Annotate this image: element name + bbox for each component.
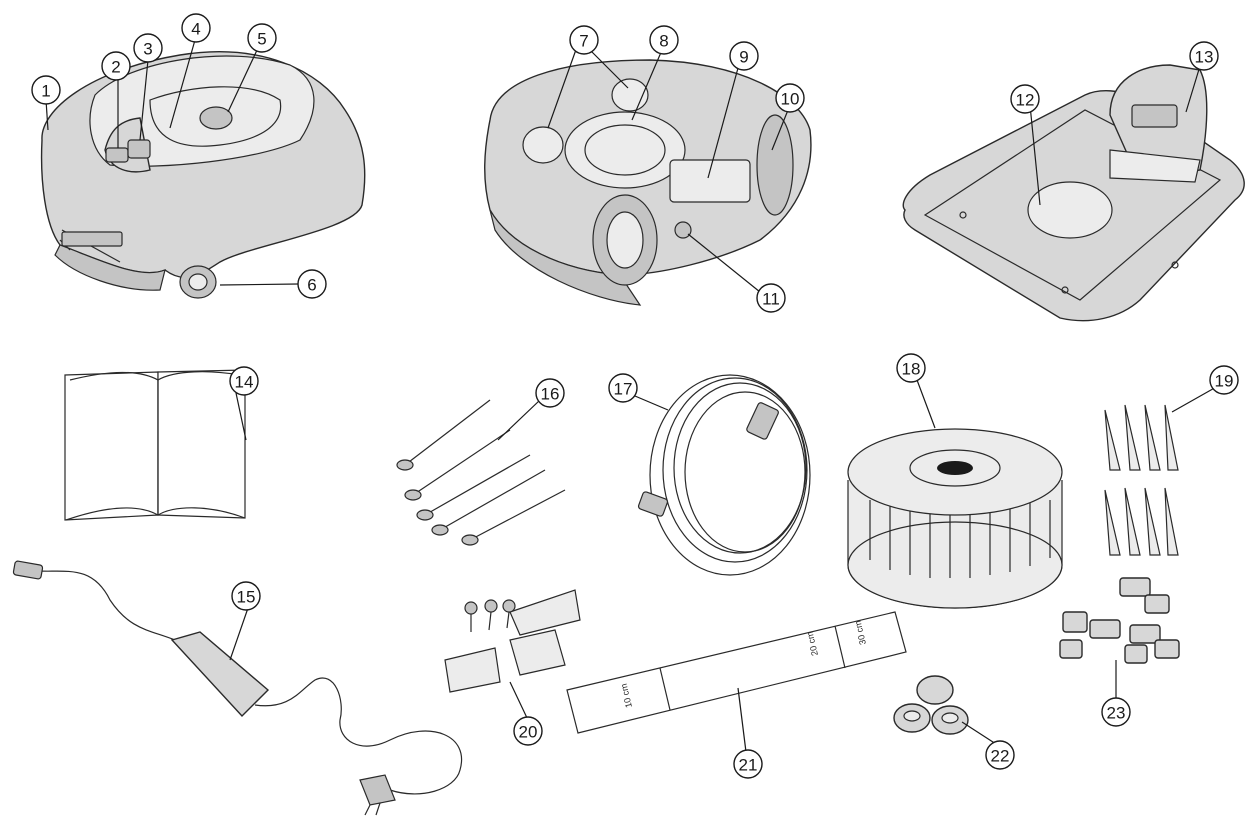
callout-circle <box>733 749 763 779</box>
callout-17: 17 <box>608 373 638 403</box>
callout-label: 15 <box>237 588 256 607</box>
callout-circle <box>1189 41 1219 71</box>
blades-illustration <box>444 589 581 693</box>
callout-circle <box>608 373 638 403</box>
callout-circle <box>649 25 679 55</box>
callout-16: 16 <box>535 378 565 408</box>
callout-circle <box>775 83 805 113</box>
callout-label: 10 <box>781 90 800 109</box>
callout-circle <box>101 51 131 81</box>
screw <box>404 429 511 501</box>
mower-top-illustration <box>40 51 366 299</box>
callout-label: 11 <box>762 290 780 309</box>
callout-3: 3 <box>133 33 163 63</box>
callout-9: 9 <box>729 41 759 71</box>
callout-circle <box>181 13 211 43</box>
callout-circle <box>513 716 543 746</box>
callout-circle <box>31 75 61 105</box>
callout-label: 5 <box>257 30 266 49</box>
screw <box>431 469 546 536</box>
callout-circle <box>896 353 926 383</box>
callout-10: 10 <box>775 83 805 113</box>
callout-2: 2 <box>101 51 131 81</box>
pegs-illustration <box>1104 404 1179 556</box>
callout-label: 16 <box>541 385 560 404</box>
callout-circle <box>1010 84 1040 114</box>
wire-connectors-illustration <box>893 675 969 735</box>
charging-station-screws-illustration <box>396 399 566 546</box>
boundary-wire-spool-illustration <box>847 428 1063 609</box>
callout-label: 17 <box>614 380 633 399</box>
callout-circle <box>297 269 327 299</box>
callout-label: 7 <box>579 32 588 51</box>
callout-circle <box>729 41 759 71</box>
callout-label: 1 <box>41 82 50 101</box>
callout-11: 11 <box>756 283 786 313</box>
screw <box>396 399 491 471</box>
callout-12: 12 <box>1010 84 1040 114</box>
callout-label: 9 <box>739 48 748 67</box>
callout-label: 4 <box>191 20 200 39</box>
callout-circle <box>569 25 599 55</box>
callout-22: 22 <box>985 740 1015 770</box>
callout-8: 8 <box>649 25 679 55</box>
callout-circle <box>1101 697 1131 727</box>
callout-circle <box>756 283 786 313</box>
leader-lines <box>45 39 1219 753</box>
callout-label: 20 <box>519 723 538 742</box>
callout-label: 8 <box>659 32 668 51</box>
callout-circle <box>231 581 261 611</box>
callout-1: 1 <box>31 75 61 105</box>
callout-label: 19 <box>1215 372 1234 391</box>
screw <box>461 489 566 546</box>
callout-label: 14 <box>235 373 254 392</box>
callout-circle <box>229 366 259 396</box>
callout-13: 13 <box>1189 41 1219 71</box>
measuring-ruler-illustration: 10 cm 20 cm 30 cm <box>566 611 907 734</box>
callout-4: 4 <box>181 13 211 43</box>
callout-15: 15 <box>231 581 261 611</box>
callout-label: 21 <box>739 756 758 775</box>
callout-label: 6 <box>307 276 316 295</box>
callout-circle <box>247 23 277 53</box>
screw <box>416 454 531 521</box>
callout-label: 23 <box>1107 704 1126 723</box>
callout-label: 22 <box>991 747 1010 766</box>
callout-label: 2 <box>111 58 120 77</box>
callout-21: 21 <box>733 749 763 779</box>
charging-station-illustration <box>902 64 1245 322</box>
low-voltage-cable-illustration <box>637 374 811 576</box>
callout-6: 6 <box>297 269 327 299</box>
callout-7: 7 <box>569 25 599 55</box>
callout-label: 3 <box>143 40 152 59</box>
mower-underside-illustration <box>484 59 812 306</box>
callout-5: 5 <box>247 23 277 53</box>
callout-label: 13 <box>1195 48 1214 67</box>
callout-label: 18 <box>902 360 921 379</box>
callout-label: 12 <box>1016 91 1035 110</box>
callout-19: 19 <box>1209 365 1239 395</box>
callout-20: 20 <box>513 716 543 746</box>
callout-23: 23 <box>1101 697 1131 727</box>
couplers-illustration <box>1059 577 1180 664</box>
callout-circle <box>985 740 1015 770</box>
callout-circle <box>1209 365 1239 395</box>
manual-illustration <box>64 369 246 521</box>
callout-circle <box>535 378 565 408</box>
callout-14: 14 <box>229 366 259 396</box>
callout-circle <box>133 33 163 63</box>
power-supply-illustration <box>12 560 463 816</box>
callout-18: 18 <box>896 353 926 383</box>
